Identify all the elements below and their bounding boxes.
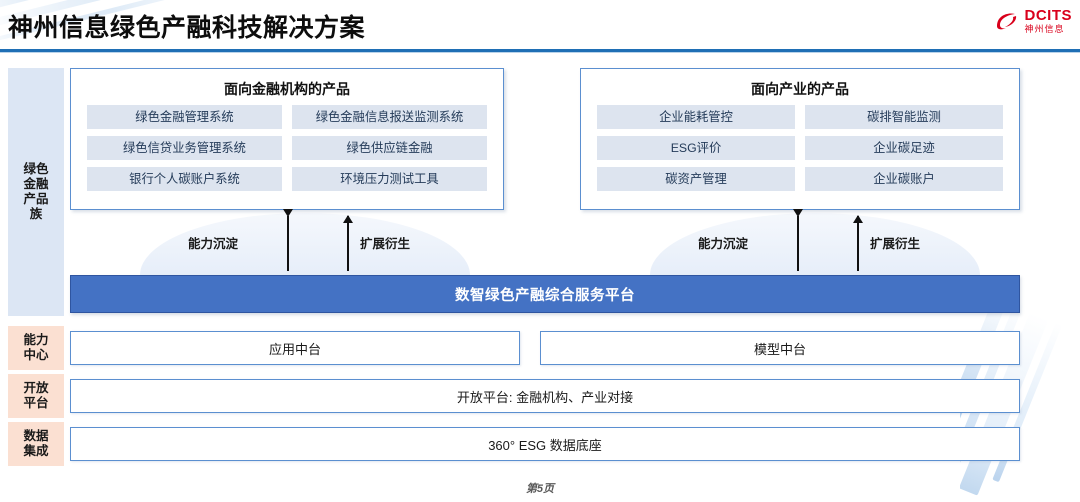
logo-text-chinese: 神州信息 [1024, 24, 1065, 34]
dcits-swoosh-icon [994, 11, 1020, 31]
flow-label-capability-precipitation: 能力沉淀 [698, 237, 749, 251]
product-chip[interactable]: 碳排智能监测 [805, 105, 1003, 130]
product-chip[interactable]: ESG评价 [597, 136, 795, 161]
flow-label-expansion-derivation: 扩展衍生 [870, 237, 921, 251]
header-divider-secondary [0, 52, 1080, 53]
rail-label-line: 金融 [23, 176, 49, 191]
rail-label-line: 平台 [23, 396, 49, 410]
product-chip[interactable]: 碳资产管理 [597, 167, 795, 192]
product-chip-grid: 绿色金融管理系统 绿色金融信息报送监测系统 绿色信贷业务管理系统 绿色供应链金融… [71, 105, 503, 192]
rail-label-line: 数据 [23, 428, 49, 443]
panel-financial-institution-products: 面向金融机构的产品 绿色金融管理系统 绿色金融信息报送监测系统 绿色信贷业务管理… [70, 68, 504, 210]
band-application-middle-platform[interactable]: 应用中台 [70, 331, 520, 365]
page-number: 第5页 [525, 483, 555, 495]
platform-bar[interactable]: 数智绿色产融综合服务平台 [70, 275, 1020, 313]
flow-group-left: 能力沉淀 扩展衍生 [140, 209, 470, 275]
logo-text-english: DCITS [1024, 7, 1072, 24]
rail-item-capability-center: 能力 中心 [8, 326, 64, 370]
band-data-foundation[interactable]: 360° ESG 数据底座 [70, 427, 1020, 461]
product-chip[interactable]: 环境压力测试工具 [292, 167, 487, 192]
panel-title: 面向产业的产品 [751, 81, 849, 97]
product-chip[interactable]: 绿色供应链金融 [292, 136, 487, 161]
panel-industry-products: 面向产业的产品 企业能耗管控 碳排智能监测 ESG评价 企业碳足迹 碳资产管理 … [580, 68, 1020, 210]
flow-group-right: 能力沉淀 扩展衍生 [650, 209, 980, 275]
product-chip[interactable]: 绿色金融信息报送监测系统 [292, 105, 487, 130]
brand-logo: DCITS 神州信息 [994, 8, 1073, 34]
slide-header: 神州信息绿色产融科技解决方案 DCITS 神州信息 [0, 0, 1080, 53]
rail-item-green-finance-products: 绿色 金融 产品 族 [8, 68, 64, 316]
band-open-platform[interactable]: 开放平台: 金融机构、产业对接 [70, 379, 1020, 413]
product-chip[interactable]: 企业碳足迹 [805, 136, 1003, 161]
rail-label-line: 集成 [23, 444, 49, 458]
page-title: 神州信息绿色产融科技解决方案 [8, 14, 366, 42]
product-chip[interactable]: 银行个人碳账户系统 [87, 167, 282, 192]
product-chip[interactable]: 绿色金融管理系统 [87, 105, 282, 130]
rail-label-line: 开放 [23, 380, 49, 395]
product-chip[interactable]: 企业能耗管控 [597, 105, 795, 130]
rail-label-line: 绿色 [23, 161, 49, 176]
rail-item-open-platform: 开放 平台 [8, 374, 64, 418]
rail-label-line: 中心 [23, 348, 49, 362]
header-divider [0, 49, 1080, 52]
rail-item-data-integration: 数据 集成 [8, 422, 64, 466]
rail-label-line: 产品 [23, 192, 49, 206]
rail-label-line: 族 [29, 207, 43, 222]
product-chip-grid: 企业能耗管控 碳排智能监测 ESG评价 企业碳足迹 碳资产管理 企业碳账户 [581, 105, 1019, 192]
product-chip[interactable]: 绿色信贷业务管理系统 [87, 136, 282, 161]
product-chip[interactable]: 企业碳账户 [805, 167, 1003, 192]
panel-title: 面向金融机构的产品 [224, 81, 350, 97]
band-model-middle-platform[interactable]: 模型中台 [540, 331, 1020, 365]
flow-label-capability-precipitation: 能力沉淀 [188, 237, 239, 251]
rail-label-line: 能力 [23, 332, 49, 347]
flow-label-expansion-derivation: 扩展衍生 [360, 237, 411, 251]
